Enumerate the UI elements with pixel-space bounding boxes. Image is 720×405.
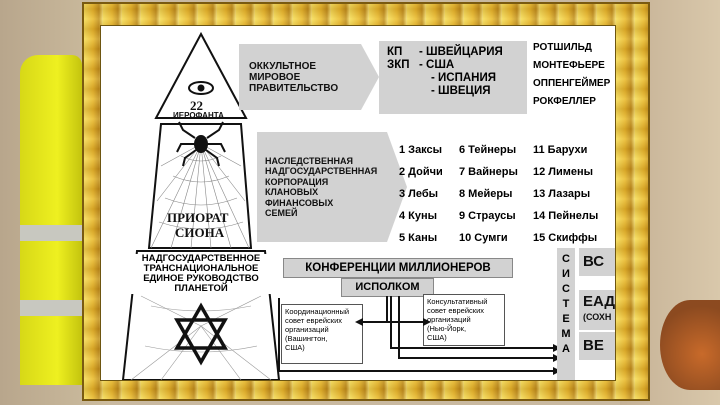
country-row: ЗКП- США [387, 59, 455, 71]
diagram-panel: 22 ИЕРОФАНТА ПРИОРАТ СИОНА НАДГОСУДАРСТВ… [100, 25, 616, 381]
family-entry: 3 Лебы [399, 188, 439, 200]
system-box-3: ВЕ [579, 332, 615, 360]
family-entry: 7 Вайнеры [459, 166, 518, 178]
family-entry: 9 Страусы [459, 210, 516, 222]
priory-line-1: ПРИОРАТ [167, 210, 229, 225]
family-entry: 13 Лазары [533, 188, 591, 200]
occult-label-line: ПРАВИТЕЛЬСТВО [249, 82, 339, 94]
clans-label-line: КЛАНОВЫХ [265, 187, 319, 197]
clans-label-line: НАДГОСУДАРСТВЕННАЯ [265, 166, 378, 176]
conference-title: КОНФЕРЕНЦИИ МИЛЛИОНЕРОВ [283, 258, 513, 278]
family-entry: 11 Барухи [533, 144, 588, 156]
vest-reflective-stripe [20, 225, 82, 241]
family-entry: 14 Пейнелы [533, 210, 599, 222]
country-row: - ШВЕЦИЯ [431, 85, 491, 97]
family-entry: 1 Заксы [399, 144, 443, 156]
governance-line: ПЛАНЕТОЙ [174, 283, 228, 294]
system-box-1: ВС [579, 248, 615, 276]
background-plate [660, 300, 720, 390]
priory-line-2: СИОНА [175, 225, 225, 240]
eye-number: 22 [190, 98, 203, 113]
country-row: КП- ШВЕЙЦАРИЯ [387, 46, 503, 58]
clans-arrow: НАСЛЕДСТВЕННАЯ НАДГОСУДАРСТВЕННАЯ КОРПОР… [257, 132, 407, 242]
coordination-council-box: Координационный совет еврейских организа… [281, 304, 363, 364]
dynasty-name: РОТШИЛЬД [533, 42, 592, 53]
star-of-david-icon [173, 302, 229, 366]
family-entry: 10 Сумги [459, 232, 508, 244]
family-entry: 8 Мейеры [459, 188, 513, 200]
dynasty-name: МОНТЕФЬЕРЕ [533, 60, 605, 71]
eye-caption: ИЕРОФАНТА [173, 111, 224, 120]
dynasty-name: ОППЕНГЕЙМЕР [533, 78, 611, 89]
family-entry: 5 Каны [399, 232, 438, 244]
governance-line: ТРАНСНАЦИОНАЛЬНОЕ [143, 263, 259, 274]
family-entry: 15 Скиффы [533, 232, 598, 244]
family-entry: 4 Куны [399, 210, 438, 222]
spider-icon [176, 121, 226, 167]
clans-label-line: НАСЛЕДСТВЕННАЯ [265, 155, 354, 166]
governance-line: ЕДИНОЕ РУКОВОДСТВО [143, 273, 259, 284]
country-box: КП- ШВЕЙЦАРИЯ ЗКП- США - ИСПАНИЯ - ШВЕЦИ… [379, 41, 527, 114]
consultative-council-box: Консультативный совет еврейских организа… [423, 294, 505, 346]
system-box-2: ЕАД (СОХН [579, 290, 615, 330]
clans-label-line: ФИНАНСОВЫХ [265, 197, 334, 208]
governance-line: НАДГОСУДАРСТВЕННОЕ [141, 253, 261, 264]
vest-reflective-stripe [20, 300, 82, 316]
family-entry: 12 Лимены [533, 166, 594, 178]
system-vertical-label: С И С Т Е М А [557, 248, 575, 380]
country-row: - ИСПАНИЯ [431, 72, 497, 84]
occult-government-arrow: ОККУЛЬТНОЕ МИРОВОЕ ПРАВИТЕЛЬСТВО [239, 44, 379, 110]
clans-label-line: СЕМЕЙ [265, 208, 298, 218]
family-entry: 6 Тейнеры [459, 144, 517, 156]
family-entry: 2 Дойчи [399, 166, 443, 178]
executive-committee: ИСПОЛКОМ [341, 278, 434, 297]
clans-label-line: КОРПОРАЦИЯ [265, 176, 329, 187]
safety-vest [20, 55, 82, 385]
governance-label: НАДГОСУДАРСТВЕННОЕ ТРАНСНАЦИОНАЛЬНОЕ ЕДИ… [125, 254, 277, 294]
occult-label-line: МИРОВОЕ [249, 71, 301, 83]
dynasty-name: РОКФЕЛЛЕР [533, 96, 596, 107]
occult-label-line: ОККУЛЬТНОЕ [249, 60, 317, 72]
